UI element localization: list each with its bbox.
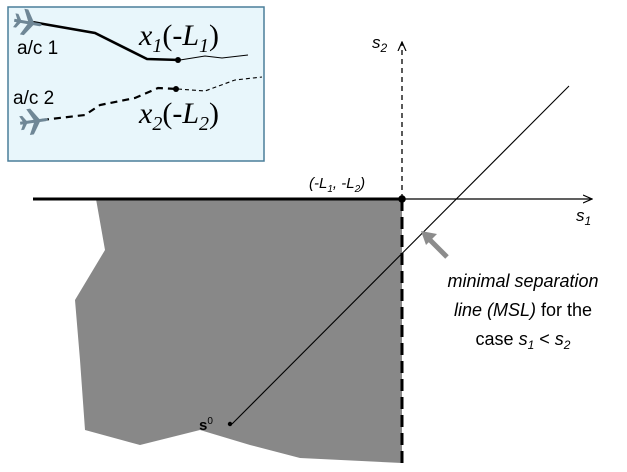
aircraft1-label: a/c 1 [17, 38, 58, 59]
airplane-icon [13, 8, 42, 36]
airplane-icon [19, 108, 48, 135]
start-point-marker [227, 421, 233, 427]
s1-axis-label: s1 [576, 206, 591, 228]
msl-annotation-line2: line (MSL) for the [454, 300, 592, 320]
msl-pointer-arrow [421, 231, 449, 259]
x1-label: x1(-L1) [138, 19, 219, 57]
aircraft2-label: a/c 2 [13, 88, 54, 109]
x2-label: x2(-L2) [138, 97, 219, 135]
msl-annotation: minimal separation line (MSL) for the ca… [447, 271, 598, 352]
s2-axis-label: s2 [372, 33, 388, 55]
point-marker [398, 195, 406, 203]
aircraft2-position [173, 86, 179, 92]
point-label: (-L1, -L2) [309, 175, 365, 195]
aircraft1-trajectory [31, 20, 181, 62]
aircraft1-future-trajectory [179, 54, 249, 61]
msl-line [231, 85, 570, 425]
aircraft1-position [175, 57, 181, 63]
msl-annotation-line1: minimal separation [447, 271, 598, 291]
start-point-label: s0 [199, 416, 213, 434]
msl-annotation-line3: case s1 < s2 [476, 329, 571, 352]
shaded-region [75, 199, 402, 463]
aircraft2-future-trajectory [177, 76, 263, 92]
trajectory-inset: a/c 1 a/c 2 x1(-L1) x2(-L2) [7, 6, 265, 162]
aircraft2-trajectory [41, 86, 179, 122]
